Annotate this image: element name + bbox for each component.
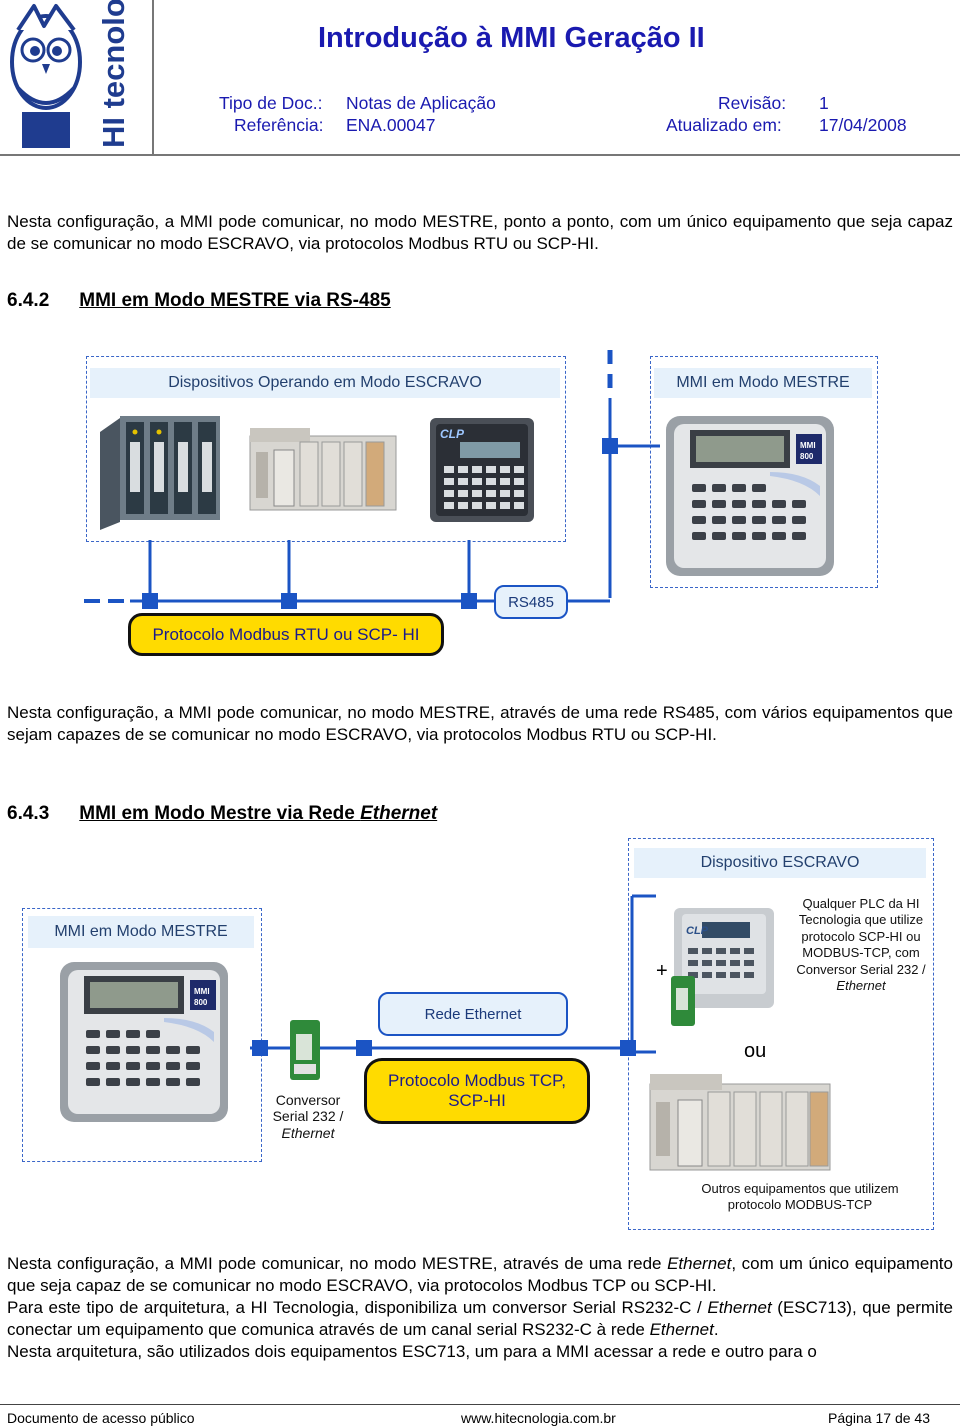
revision-value: 1	[819, 93, 829, 113]
svg-text:HI tecnologia: HI tecnologia	[96, 0, 131, 148]
slave-devices-caption: Dispositivos Operando em Modo ESCRAVO	[90, 368, 560, 398]
section-title: MMI em Modo Mestre via Rede Ethernet	[79, 803, 438, 824]
svg-text:800: 800	[194, 998, 208, 1007]
header-rule	[0, 154, 960, 156]
svg-text:CLP: CLP	[686, 925, 709, 937]
slave-devices-frame	[86, 356, 566, 542]
owl-mascot-icon	[10, 4, 82, 148]
section-number: 6.4.3	[7, 803, 50, 824]
clp-panel-device-icon: CLP	[674, 908, 774, 1008]
header-divider	[152, 0, 154, 154]
mmi-800-device-icon: MMI 800	[666, 416, 834, 576]
footer-website-link[interactable]: www.hitecnologia.com.br	[461, 1410, 616, 1426]
master-frame	[22, 908, 262, 1162]
footer-page-number: Página 17 de 43	[828, 1410, 930, 1426]
ethernet-description: Nesta configuração, a MMI pode comunicar…	[7, 1254, 953, 1295]
slave-frame	[628, 838, 934, 1230]
rs485-label: RS485	[494, 585, 568, 619]
compact-plc-device-icon	[249, 428, 397, 511]
svg-text:800: 800	[800, 452, 814, 461]
rs485-description: Nesta configuração, a MMI pode comunicar…	[7, 703, 953, 744]
reference-label: Referência:	[234, 115, 324, 135]
converter-caption: Conversor Serial 232 / Ethernet	[272, 1092, 344, 1141]
updated-label: Atualizado em:	[666, 115, 782, 135]
svg-text:CLP: CLP	[440, 427, 465, 441]
converter-description: Para este tipo de arquitetura, a HI Tecn…	[7, 1298, 953, 1339]
master-caption: MMI em Modo MESTRE	[654, 368, 872, 398]
section-642-heading: 6.4.2 MMI em Modo MESTRE via RS-485	[7, 290, 391, 312]
intro-paragraph: Nesta configuração, a MMI pode comunicar…	[7, 212, 953, 253]
ethernet-network-label: Rede Ethernet	[378, 992, 568, 1036]
rs485-protocol-box: Protocolo Modbus RTU ou SCP- HI	[128, 613, 444, 656]
or-label: ou	[744, 1040, 767, 1062]
section-title: MMI em Modo MESTRE via RS-485	[79, 290, 391, 311]
svg-text:MMI: MMI	[800, 441, 816, 450]
clp-panel-device-icon: CLP	[430, 418, 534, 522]
company-logo: HI tecnologia	[0, 0, 152, 154]
modular-plc-device-icon	[100, 416, 220, 530]
master-caption: MMI em Modo MESTRE	[28, 916, 254, 948]
svg-text:MMI: MMI	[194, 987, 210, 996]
slave-caption: Dispositivo ESCRAVO	[634, 848, 926, 878]
updated-value: 17/04/2008	[819, 115, 907, 135]
serial-ethernet-converter-icon	[671, 976, 695, 1026]
reference-value: ENA.00047	[346, 115, 436, 135]
mmi-800-device-icon: MMI 800	[60, 962, 228, 1122]
architecture-description: Nesta arquitetura, são utilizados dois e…	[7, 1342, 817, 1361]
footer-access-note: Documento de acesso público	[7, 1410, 195, 1426]
section-643-heading: 6.4.3 MMI em Modo Mestre via Rede Etherne…	[7, 803, 437, 825]
master-frame	[650, 356, 878, 588]
doc-type-value: Notas de Aplicação	[346, 93, 496, 113]
ethernet-protocol-box: Protocolo Modbus TCP, SCP-HI	[364, 1058, 590, 1124]
other-devices-note: Outros equipamentos que utilizem protoco…	[701, 1181, 899, 1213]
revision-label: Revisão:	[718, 93, 787, 113]
ethernet-diagram: MMI em Modo MESTRE Dispositivo ESCRAVO M…	[0, 834, 960, 1234]
document-title: Introdução à MMI Geração II	[318, 22, 705, 54]
plc-note: Qualquer PLC da HI Tecnologia que utiliz…	[796, 896, 926, 994]
footer-rule	[0, 1404, 960, 1405]
section-number: 6.4.2	[7, 290, 50, 311]
rs485-diagram: Dispositivos Operando em Modo ESCRAVO MM…	[0, 340, 960, 670]
serial-ethernet-converter-icon	[290, 1020, 320, 1080]
plus-sign: +	[656, 960, 668, 982]
doc-type-label: Tipo de Doc.:	[219, 93, 323, 113]
compact-plc-device-icon	[649, 1074, 831, 1171]
